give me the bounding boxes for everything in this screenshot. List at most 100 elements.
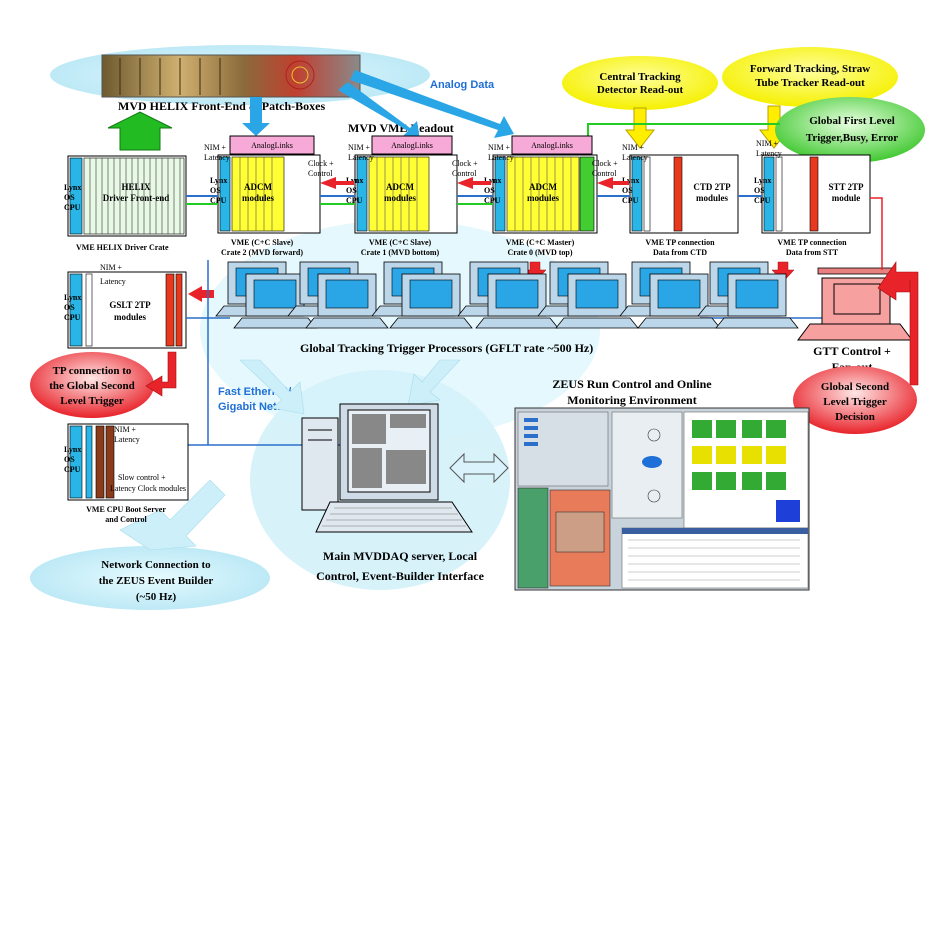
ctd-conn-2: Data from CTD xyxy=(653,248,707,257)
c2-crate-2: Crate 2 (MVD forward) xyxy=(221,248,303,257)
tp-connection-arrow xyxy=(145,351,177,397)
workstation-icon xyxy=(475,273,559,329)
boot-server-1: VME CPU Boot Server xyxy=(86,505,166,514)
clock-control-3b: Control xyxy=(592,169,617,178)
ctd-2tp-2: modules xyxy=(696,193,729,203)
stt-to-gtt-line xyxy=(870,197,883,270)
gflt-line1: Global First Level xyxy=(809,115,895,127)
forward-tracking-line1: Forward Tracking, Straw xyxy=(750,63,870,75)
stt-lynx-1: Lynx xyxy=(754,176,771,185)
helix-crate-label: VME HELIX Driver Crate xyxy=(76,243,169,252)
ctd-2tp-1: CTD 2TP xyxy=(693,182,731,192)
gtt-processors-label: Global Tracking Trigger Processors (GFLT… xyxy=(300,341,593,355)
helix-photo xyxy=(101,54,361,98)
gflt-bubble xyxy=(775,97,925,163)
c1-adcm-2: modules xyxy=(384,193,417,203)
clock-control-2b: Control xyxy=(452,169,477,178)
gslt-2tp-2: modules xyxy=(114,312,147,322)
stt-conn-2: Data from STT xyxy=(786,248,839,257)
analoglinks-1 xyxy=(371,135,453,155)
c2-lynx-2: OS xyxy=(210,186,221,195)
c0-lynx-1: Lynx xyxy=(484,176,501,185)
c0-crate-2: Crate 0 (MVD top) xyxy=(507,248,572,257)
zeus-run-control-1: ZEUS Run Control and Online xyxy=(552,377,712,391)
boot-server-crate xyxy=(67,423,189,501)
c2-nim-1: NIM + xyxy=(204,143,227,152)
c1-lynx-1: Lynx xyxy=(346,176,363,185)
boot-nim-2: Latency xyxy=(114,435,140,444)
c1-crate-2: Crate 1 (MVD bottom) xyxy=(361,248,440,257)
workstation-icon xyxy=(389,273,473,329)
stt-2tp-2: module xyxy=(832,193,861,203)
crate0 xyxy=(492,135,598,234)
zeus-run-control-2: Monitoring Environment xyxy=(567,393,696,407)
c0-nim-2: Latency xyxy=(488,153,514,162)
c0-nim-1: NIM + xyxy=(488,143,511,152)
crate2 xyxy=(217,135,321,234)
red-link-arrows xyxy=(320,177,629,189)
gslt-nim-1: NIM + xyxy=(100,263,123,272)
c0-adcm-2: modules xyxy=(527,193,560,203)
c2-lynx-1: Lynx xyxy=(210,176,227,185)
workstation-icon xyxy=(715,273,799,329)
c1-adcm-1: ADCM xyxy=(386,182,414,192)
analoglinks-2 xyxy=(229,135,315,155)
analoglinks-2-label: AnalogLinks xyxy=(251,141,293,150)
gslt-decision-bubble xyxy=(793,366,917,434)
helix-lynx-3: CPU xyxy=(64,203,81,212)
c0-lynx-3: CPU xyxy=(484,196,501,205)
gtt-control-workstation xyxy=(797,267,913,341)
gtt-processors xyxy=(215,261,799,329)
gslt-lynx-2: OS xyxy=(64,303,75,312)
gslt-dec-3: Decision xyxy=(835,411,875,423)
c0-lynx-2: OS xyxy=(484,186,495,195)
helix-crate xyxy=(67,155,187,237)
network-eb-3: (~50 Hz) xyxy=(136,591,177,603)
stt-2tp-1: STT 2TP xyxy=(828,182,864,192)
c0-crate-1: VME (C+C Master) xyxy=(506,238,575,247)
c1-nim-1: NIM + xyxy=(348,143,371,152)
ctd-lynx-2: OS xyxy=(622,186,633,195)
gtt-control-1: GTT Control + xyxy=(813,344,891,358)
c1-nim-2: Latency xyxy=(348,153,374,162)
analog-data-label: Analog Data xyxy=(430,79,495,91)
gflt-line2: Trigger,Busy, Error xyxy=(806,132,898,144)
gslt-crate xyxy=(67,271,187,349)
network-arrows xyxy=(119,359,461,551)
main-server-2: Control, Event-Builder Interface xyxy=(316,569,485,583)
gtt-return-arrow xyxy=(877,261,919,386)
ctd-crate xyxy=(629,154,739,234)
clock-control-1a: Clock + xyxy=(308,159,334,168)
workstation-icon xyxy=(637,273,721,329)
stt-nim-2: Latency xyxy=(756,149,782,158)
helix-lynx-1: Lynx xyxy=(64,183,81,192)
helix-driver-1: HELIX xyxy=(121,182,151,192)
analog-arrows xyxy=(242,70,514,140)
analoglinks-0-label: AnalogLinks xyxy=(531,141,573,150)
ctd-down-arrow xyxy=(624,107,656,149)
helix-title: MVD HELIX Front-End & Patch-Boxes xyxy=(118,99,325,113)
boot-lynx-2: OS xyxy=(64,455,75,464)
c2-nim-2: Latency xyxy=(204,153,230,162)
gslt-2tp-1: GSLT 2TP xyxy=(109,300,151,310)
forward-tracking-bubble xyxy=(722,47,898,107)
crate1 xyxy=(354,135,458,234)
boot-server-2: and Control xyxy=(105,515,147,524)
workstation-icon xyxy=(555,273,639,329)
c2-lynx-3: CPU xyxy=(210,196,227,205)
gslt-lynx-3: CPU xyxy=(64,313,81,322)
ctd-nim-2: Latency xyxy=(622,153,648,162)
main-server-1: Main MVDDAQ server, Local xyxy=(323,549,478,563)
clock-control-1b: Control xyxy=(308,169,333,178)
network-eb-2: the ZEUS Event Builder xyxy=(99,575,214,587)
forward-tracking-line2: Tube Tracker Read-out xyxy=(755,77,865,89)
helix-lynx-2: OS xyxy=(64,193,75,202)
stt-crate xyxy=(761,154,871,234)
run-control-screenshot xyxy=(514,407,810,591)
ctd-readout-bubble xyxy=(562,56,718,110)
slow-control-2: Latency Clock modules xyxy=(110,484,186,493)
c2-adcm-2: modules xyxy=(242,193,275,203)
ctd-nim-1: NIM + xyxy=(622,143,645,152)
c1-lynx-2: OS xyxy=(346,186,357,195)
